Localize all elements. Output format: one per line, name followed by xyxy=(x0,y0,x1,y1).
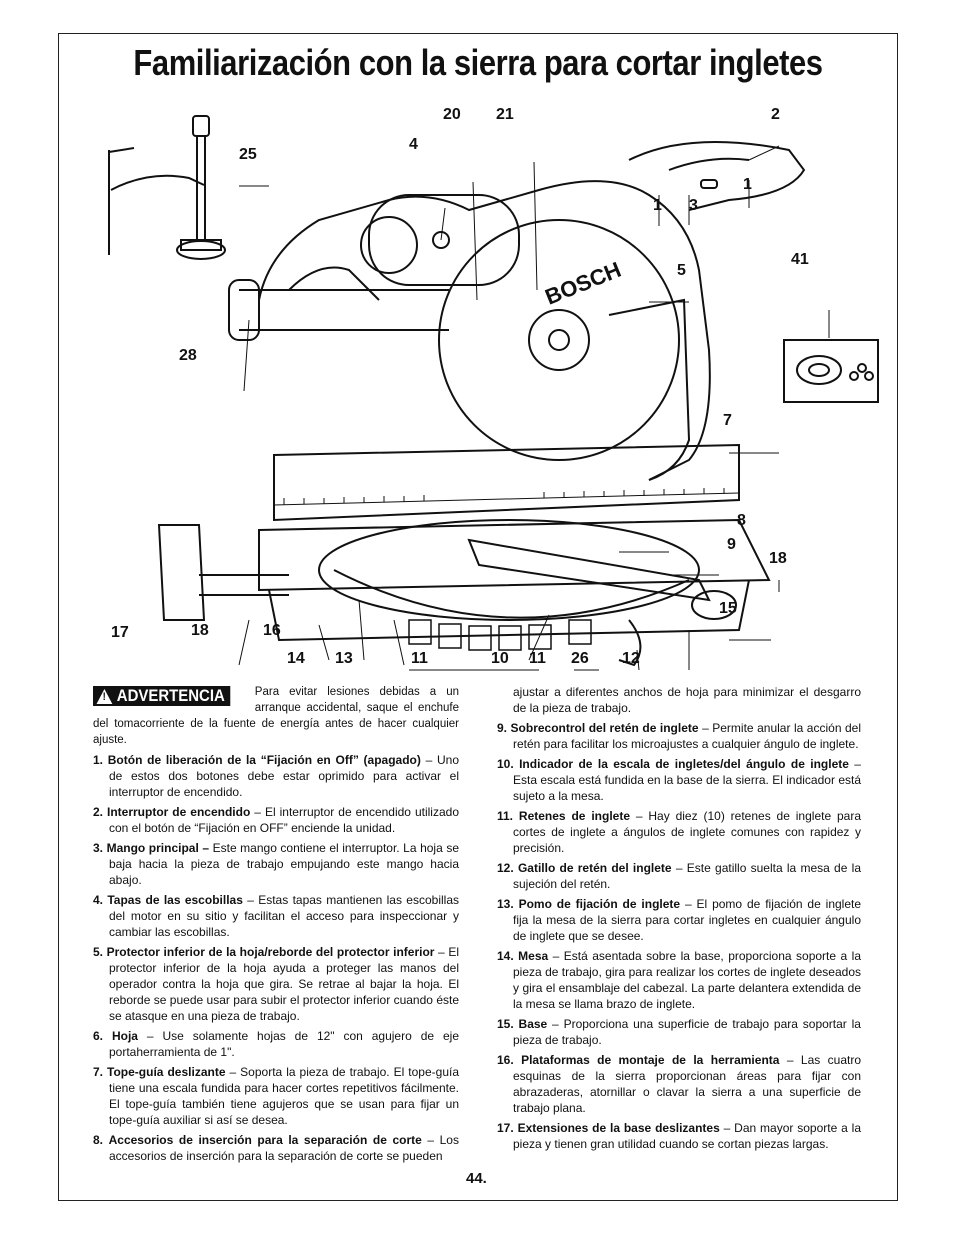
callout-11-left: 11 xyxy=(411,650,428,667)
callout-28: 28 xyxy=(179,347,197,364)
list-item: 1. Botón de liberación de la “Fijación e… xyxy=(93,753,460,799)
list-item: 2. Interruptor de encendido – El interru… xyxy=(93,805,459,835)
warning-block: ! ADVERTENCIA Para evitar lesiones debid… xyxy=(93,684,459,748)
list-item: 9. Sobrecontrol del retén de inglete – P… xyxy=(497,721,862,751)
page-title: Familiarización con la sierra para corta… xyxy=(133,42,823,83)
brand-mark: BOSCH xyxy=(542,257,625,310)
callout-7: 7 xyxy=(723,412,732,429)
callout-25: 25 xyxy=(239,146,257,163)
list-item: 14. Mesa – Está asentada sobre la base, … xyxy=(497,949,861,1011)
list-item: 13. Pomo de fijación de inglete – El pom… xyxy=(497,897,862,943)
callout-14: 13 xyxy=(335,650,353,667)
callout-12: 12 xyxy=(622,650,640,667)
warning-label: ADVERTENCIA xyxy=(116,686,225,705)
warning-text: Para evitar lesiones debidas a un arranq… xyxy=(93,686,459,746)
list-item: 15. Base – Proporciona una superficie de… xyxy=(497,1017,861,1047)
list-item: 7. Tope-guía deslizante – Soporta la pie… xyxy=(93,1065,460,1127)
left-column: ! ADVERTENCIA Para evitar lesiones debid… xyxy=(93,684,459,1168)
hold-down-clamp xyxy=(108,115,226,260)
callout-2: 2 xyxy=(771,106,780,123)
callout-26: 21 xyxy=(496,106,514,123)
list-item: 6. Hoja – Use solamente hojas de 12" con… xyxy=(93,1029,459,1059)
warning-icon: ! xyxy=(96,688,113,704)
callout-11-right: 11 xyxy=(529,650,546,667)
list-item: 4. Tapas de las escobillas – Estas tapas… xyxy=(93,893,459,939)
callout-4: 4 xyxy=(409,136,418,153)
callout-9: 9 xyxy=(727,536,736,553)
list-item: 17. Extensiones de la base deslizantes –… xyxy=(497,1121,861,1151)
callout-13: 15 xyxy=(719,600,737,617)
callout-16: 16 xyxy=(263,622,281,639)
callout-8: 8 xyxy=(737,512,746,529)
list-item: 3. Mango principal – Este mango contiene… xyxy=(93,841,459,887)
callout-18-left: 18 xyxy=(191,622,209,639)
page-number: 44. xyxy=(466,1170,487,1187)
list-item: 8. Accesorios de inserción para la separ… xyxy=(93,1133,459,1163)
list-item: 12. Gatillo de retén del inglete – Este … xyxy=(497,861,861,891)
callout-1-right: 1 xyxy=(743,176,752,193)
callout-3: 3 xyxy=(689,197,698,214)
miter-saw-illustration: BOSCH xyxy=(108,115,879,671)
list-item: 16. Plataformas de montaje de la herrami… xyxy=(497,1053,861,1115)
list-item: 5. Protector inferior de la hoja/reborde… xyxy=(93,945,459,1023)
callout-20: 20 xyxy=(443,106,461,123)
callout-5: 5 xyxy=(677,262,686,279)
warning-badge: ! ADVERTENCIA xyxy=(93,686,231,706)
list-item: 10. Indicador de la escala de ingletes/d… xyxy=(497,757,861,803)
callout-18-right: 18 xyxy=(769,550,787,567)
list-item-continued: ajustar a diferentes anchos de hoja para… xyxy=(513,685,861,715)
page-frame: Familiarización con la sierra para corta… xyxy=(58,33,898,1201)
callout-10: 10 xyxy=(491,650,509,667)
callout-17: 17 xyxy=(111,624,129,641)
callout-21: 26 xyxy=(571,650,589,667)
callout-1: 1 xyxy=(653,197,662,214)
callout-15: 14 xyxy=(287,650,305,667)
callout-41: 41 xyxy=(791,251,809,268)
list-item: 11. Retenes de inglete – Hay diez (10) r… xyxy=(497,809,862,855)
right-column: ajustar a diferentes anchos de hoja para… xyxy=(497,684,861,1156)
